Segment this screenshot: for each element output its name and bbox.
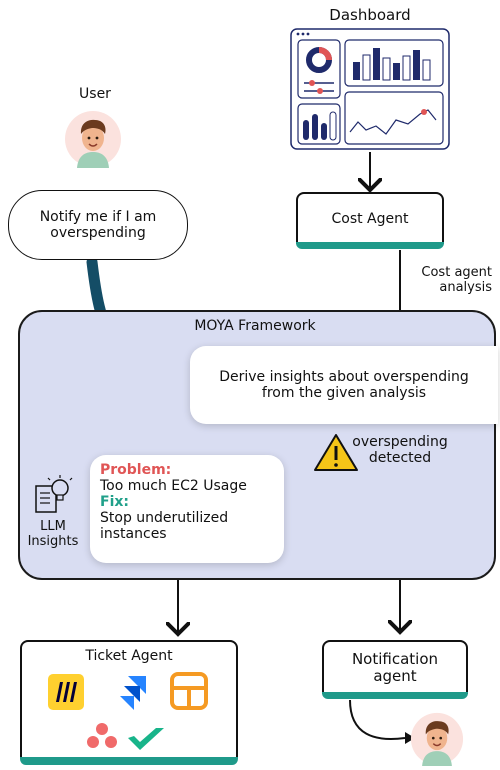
warning-label: overspending detected — [352, 434, 448, 467]
arrow-notification-to-user-head — [405, 732, 415, 744]
insight-text: Derive insights about overspending from … — [219, 368, 469, 401]
ticket-agent-base — [20, 757, 238, 765]
miro-icon — [48, 674, 84, 710]
checkmark-icon — [128, 728, 164, 750]
cost-agent-box[interactable]: Cost Agent — [296, 192, 444, 250]
arrow-notification-to-user — [349, 699, 406, 740]
ticket-agent-label: Ticket Agent — [85, 648, 173, 664]
notification-agent-base — [322, 692, 468, 699]
jira-icon — [120, 676, 146, 710]
cost-agent-base — [296, 242, 444, 249]
notification-agent-label: Notification agent — [351, 649, 439, 685]
warning-icon — [313, 432, 359, 472]
problem-title: Problem: — [100, 462, 172, 478]
layout-icon — [170, 672, 208, 710]
cost-agent-label: Cost Agent — [331, 210, 409, 227]
ticket-agent-box[interactable]: Ticket Agent — [20, 640, 238, 766]
dashboard-label: Dashboard — [329, 6, 411, 24]
dashboard-charts — [290, 28, 450, 150]
notification-agent-box[interactable]: Notification agent — [322, 640, 468, 700]
framework-title: MOYA Framework — [194, 318, 316, 334]
user-avatar — [64, 110, 122, 168]
user-label: User — [79, 86, 111, 102]
insight-box: Derive insights about overspending from … — [190, 346, 498, 424]
cost-agent-analysis-label: Cost agent analysis — [421, 265, 492, 295]
problem-text: Too much EC2 Usage — [100, 478, 247, 494]
fix-text: Stop underutilized instances — [100, 510, 229, 542]
problem-fix-card: Problem: Too much EC2 Usage Fix: Stop un… — [90, 455, 284, 563]
llm-insights-label: LLM Insights — [27, 519, 79, 549]
fix-title: Fix: — [100, 494, 129, 510]
user-message: Notify me if I am overspending — [39, 208, 157, 241]
notified-user-avatar — [410, 712, 464, 766]
user-message-bubble: Notify me if I am overspending — [8, 190, 188, 260]
lightbulb-document-icon — [32, 472, 76, 516]
asana-icon — [87, 723, 117, 748]
